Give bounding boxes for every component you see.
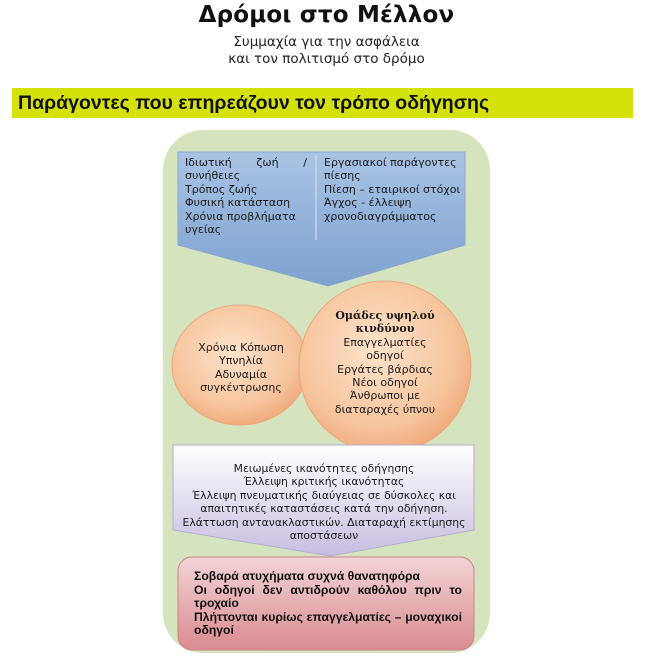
effects-arrow-box (172, 444, 475, 557)
symptom-item: Υπνηλία (219, 354, 263, 368)
subtitle-line1: Συμμαχία για την ασφάλεια (233, 34, 420, 50)
outcome-item: Σοβαρά ατυχήματα συχνά θανατηφόρα (194, 569, 421, 583)
page-title: Δρόμοι στο Μέλλον (198, 2, 455, 28)
effects-text: Μειωμένες ικανότητες οδήγησης Έλλειψη κρ… (175, 462, 473, 542)
factors-right: Εργασιακοί παράγοντες πίεσης Πίεση – ετα… (324, 156, 462, 223)
factor-item: Άγχος - έλλειψη χρονοδιαγράμματος (324, 196, 437, 223)
factor-item: Τρόπος ζωής (185, 182, 258, 196)
risk-groups-title: Ομάδες υψηλού κινδύνου (335, 309, 435, 336)
symptom-item: Αδυναμία συγκέντρωσης (200, 367, 282, 395)
symptoms-text: Χρόνια Κόπωση Υπνηλία Αδυναμία συγκέντρω… (185, 341, 297, 395)
factors-left: Ιδιωτική ζωή / συνήθειες Τρόπος ζωής Φυσ… (185, 156, 307, 236)
outcome-item: Πλήττονται κυρίως επαγγελματίες – μοναχι… (194, 609, 462, 638)
effect-item: Έλλειψη πνευματικής διαύγειας σε δύσκολε… (182, 488, 466, 543)
risk-group-item: Άνθρωποι με διαταραχές ύπνου (334, 389, 436, 416)
factors-arrow-box (177, 151, 466, 287)
section-heading-band: Παράγοντες που επηρεάζουν τον τρόπο οδήγ… (12, 88, 633, 118)
symptom-item: Χρόνια Κόπωση (198, 341, 284, 354)
outcomes-text: Σοβαρά ατυχήματα συχνά θανατηφόρα Οι οδη… (194, 569, 462, 638)
risk-group-item: Επαγγελματίες οδηγοί (343, 335, 427, 363)
effect-item: Έλλειψη κριτικής ικανότητας (243, 475, 405, 489)
risk-group-item: Εργάτες βάρδιας (337, 362, 433, 376)
factor-item: Εργασιακοί παράγοντες πίεσης (324, 156, 457, 183)
risk-groups-text: Ομάδες υψηλού κινδύνου Επαγγελματίες οδη… (320, 309, 450, 416)
factor-item: Ιδιωτική ζωή / συνήθειες (185, 156, 307, 183)
subtitle-line2: και τον πολιτισμό στο δρόμο (228, 51, 425, 67)
outcomes-box (177, 556, 475, 651)
section-title: Παράγοντες που επηρεάζουν τον τρόπο οδήγ… (18, 92, 490, 114)
factor-item: Φυσική κατάσταση (185, 196, 291, 210)
outcome-item: Οι οδηγοί δεν αντιδρούν καθόλου πριν το … (194, 582, 462, 611)
factor-item: Χρόνια προβλήματα υγείας (185, 209, 296, 237)
effect-item: Μειωμένες ικανότητες οδήγησης (233, 462, 415, 475)
factor-item: Πίεση – εταιρικοί στόχοι (324, 182, 461, 196)
risk-group-item: Νέοι οδηγοί (352, 376, 418, 390)
